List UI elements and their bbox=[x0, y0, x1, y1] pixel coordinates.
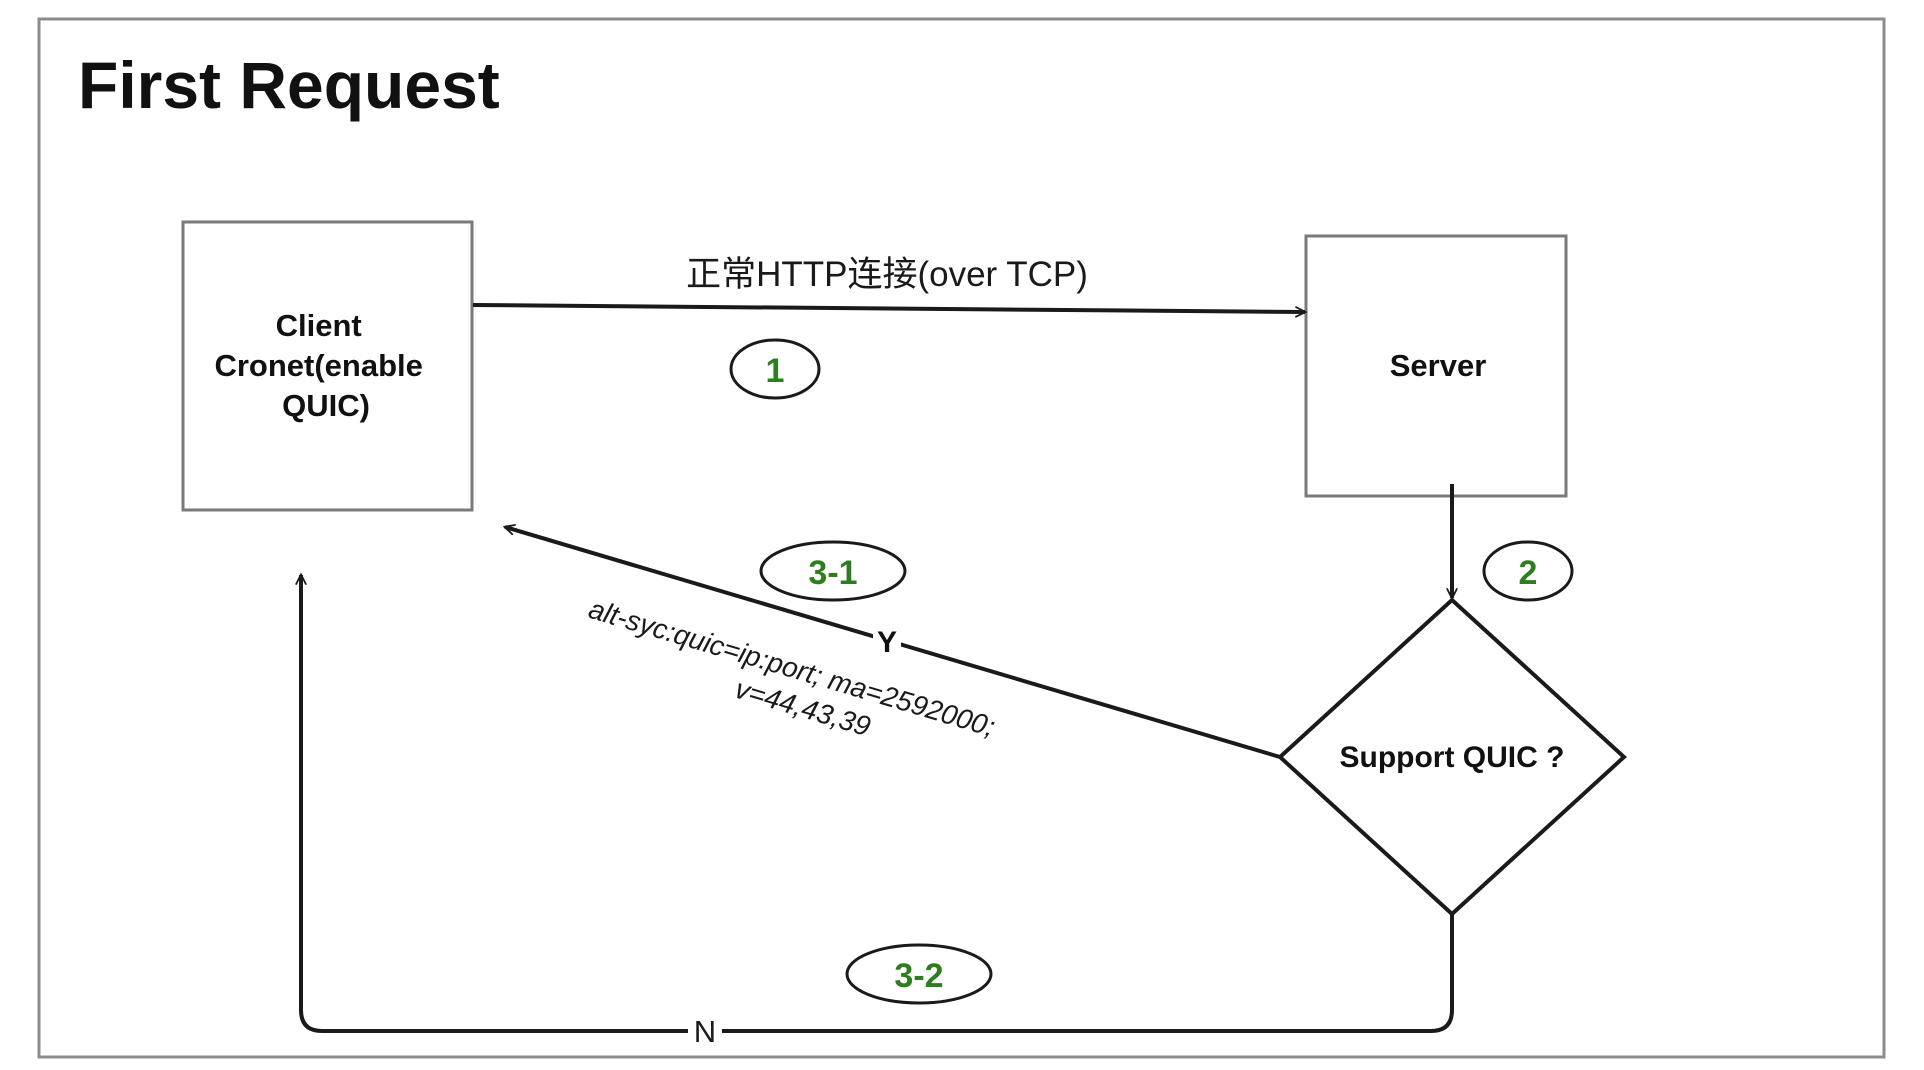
step-badge-2-outline bbox=[1482, 540, 1574, 602]
client-label-line-1: Client bbox=[276, 308, 362, 343]
diagram-frame bbox=[37, 17, 1886, 1059]
yes-marker-background bbox=[873, 625, 901, 659]
step-badge-2-label: 2 bbox=[1519, 554, 1538, 592]
step-badge-2: 2 bbox=[1482, 540, 1574, 602]
step-badge-3-2-outline bbox=[845, 943, 993, 1005]
step-badge-3-2-label: 3-2 bbox=[894, 957, 943, 995]
step-badge-1-outline bbox=[729, 338, 821, 400]
step-badge-1-label: 1 bbox=[766, 352, 785, 390]
step-badge-3-1-label: 3-1 bbox=[808, 554, 857, 592]
server-label: Server bbox=[1390, 348, 1487, 383]
step-badge-3-2: 3-2 bbox=[845, 943, 993, 1005]
no-marker: N bbox=[694, 1014, 716, 1049]
client-label-line-3: QUIC) bbox=[282, 388, 370, 423]
step-badge-3-1: 3-1 bbox=[759, 540, 907, 602]
request-arrow bbox=[472, 303, 1305, 312]
yes-marker: Y bbox=[877, 626, 897, 659]
server-box bbox=[1304, 234, 1568, 498]
diagram-title: First Request bbox=[78, 48, 500, 122]
decision-label: Support QUIC ? bbox=[1340, 741, 1565, 774]
request-label: 正常HTTP连接(over TCP) bbox=[686, 255, 1088, 294]
no-branch-arrow bbox=[301, 575, 1454, 1033]
step-badge-1: 1 bbox=[729, 338, 821, 400]
no-marker-background bbox=[688, 1013, 722, 1049]
client-label: Client Cronet(enable QUIC) bbox=[214, 308, 431, 423]
step-badge-3-1-outline bbox=[759, 540, 907, 602]
client-box bbox=[181, 220, 474, 512]
client-label-line-2: Cronet(enable bbox=[214, 348, 422, 383]
